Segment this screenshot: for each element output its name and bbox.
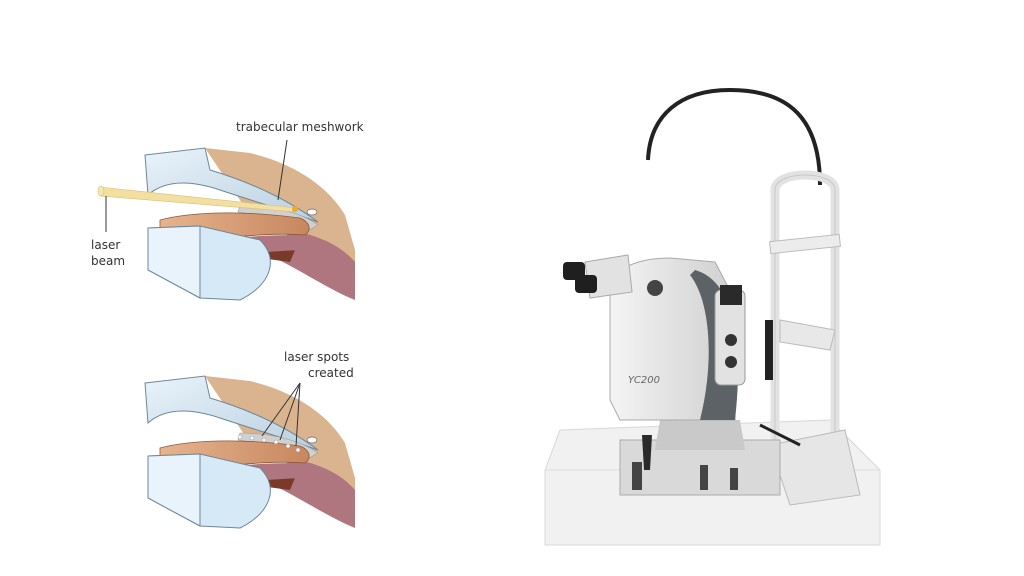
eye-diagram-laser-beam (97, 139, 356, 301)
label-laser-beam-2: beam (91, 254, 126, 268)
label-laser-spots-1: laser spots (284, 350, 350, 364)
label-laser-beam-1: laser (91, 238, 121, 252)
device-model-logo: YC200 (628, 375, 660, 386)
label-trabecular-meshwork: trabecular meshwork (236, 120, 364, 134)
eye-diagram-laser-spots (144, 375, 356, 529)
meshwork-leader (277, 139, 288, 201)
slit-lamp-laser-device: YC200 (544, 87, 881, 546)
label-laser-spots-2: created (308, 366, 354, 380)
laser-spot (292, 206, 298, 212)
fiber-arm (646, 87, 822, 186)
